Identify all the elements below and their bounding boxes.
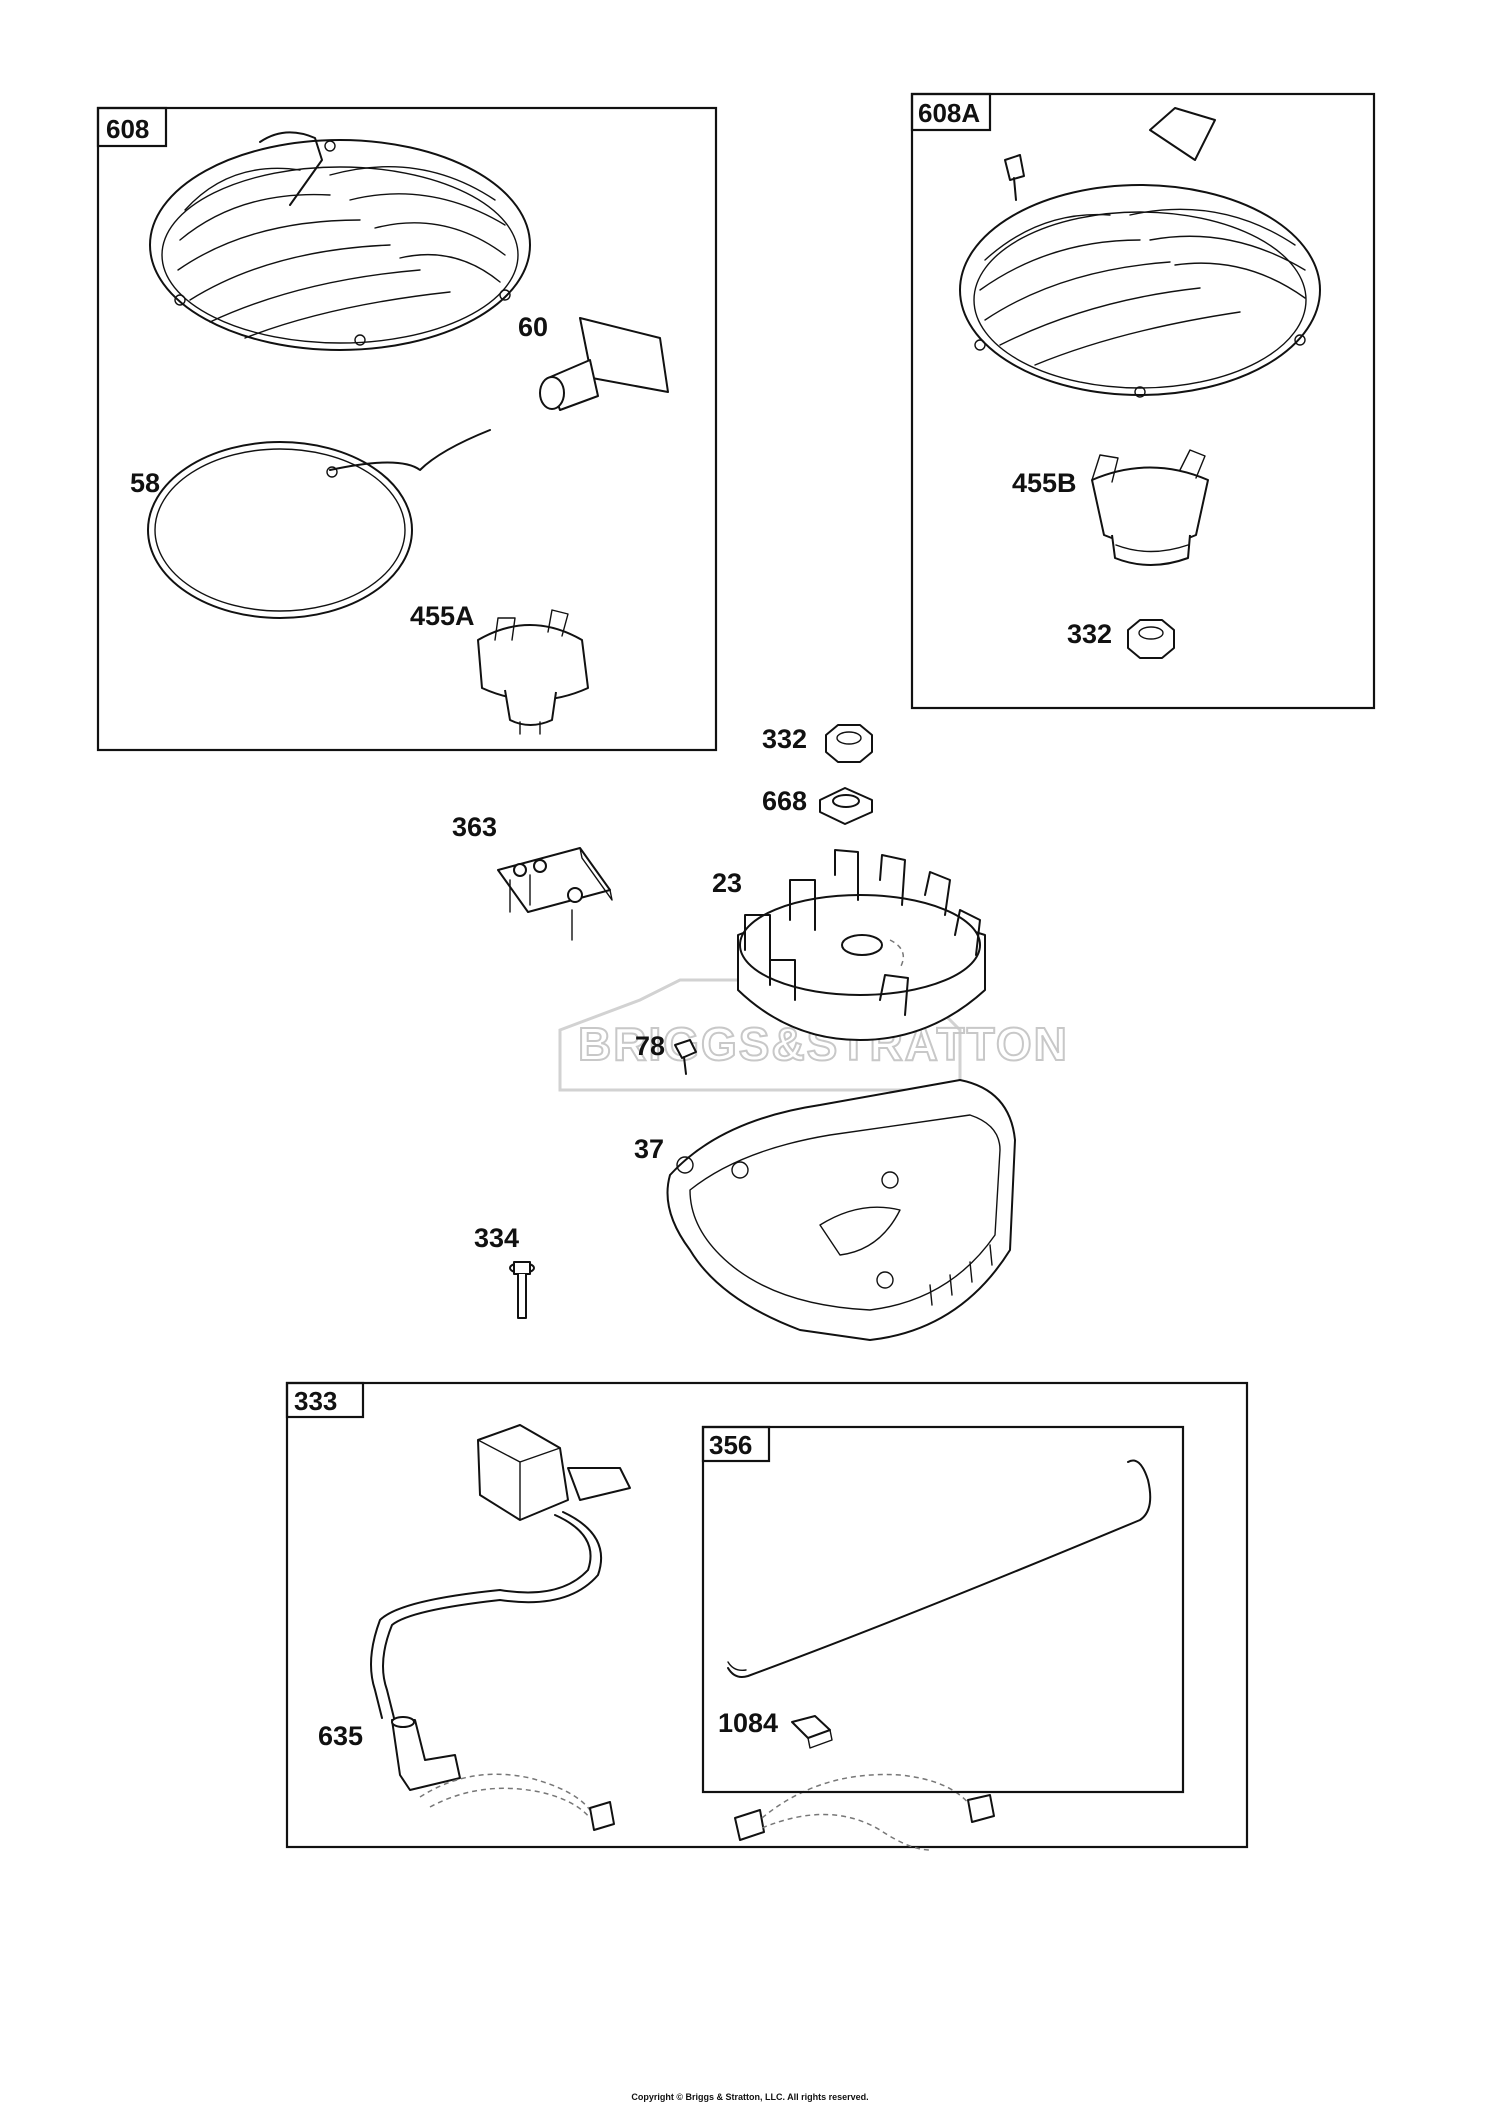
bolt-334-part: [509, 1261, 535, 1319]
terminal-1084-part: [791, 1715, 833, 1749]
callout-668: 668: [762, 786, 807, 816]
callout-635: 635: [318, 1721, 363, 1751]
group-333-frame: [285, 1381, 1249, 1849]
callout-608A: 608A: [918, 98, 980, 128]
callout-60: 60: [518, 312, 548, 342]
starter-handle-part: [539, 317, 669, 411]
group-608-tag-box: [96, 106, 168, 148]
callout-37: 37: [634, 1134, 664, 1164]
callout-356: 356: [709, 1430, 752, 1460]
callout-332-box: 332: [1067, 619, 1112, 649]
copyright-notice: Copyright © Briggs & Stratton, LLC. All …: [631, 2092, 869, 2102]
ground-wire-part: [727, 1459, 1152, 1678]
callout-455A: 455A: [410, 601, 475, 631]
starter-rope-part: [147, 429, 491, 619]
wire-harness-right-part: [734, 1773, 995, 1851]
starter-housing-608A-part: [959, 107, 1321, 398]
spark-plug-boot-part: [391, 1716, 461, 1791]
callout-78: 78: [635, 1031, 665, 1061]
bracket-363-part: [497, 847, 613, 941]
callout-332: 332: [762, 724, 807, 754]
starter-cup-455B-part: [1091, 449, 1209, 566]
group-333-armature: 333 635 356: [285, 1381, 1249, 1851]
group-608-frame: [96, 106, 718, 752]
callout-363: 363: [452, 812, 497, 842]
blower-housing-37-part: [666, 1079, 1016, 1341]
group-608A-tag-box: [910, 92, 992, 132]
loose-parts-area: 332 668 363 23 78: [452, 724, 1016, 1341]
callout-23: 23: [712, 868, 742, 898]
callout-608: 608: [106, 114, 149, 144]
group-608-rewind-starter: 608 60 58 455A: [96, 106, 718, 752]
nut-332-part: [825, 724, 873, 763]
armature-coil-part: [370, 1424, 631, 1719]
group-333-tag-box: [285, 1381, 365, 1419]
starter-cup-455A-part: [477, 609, 589, 735]
starter-housing-part: [149, 131, 531, 351]
group-356-ground-wire: 356 1084: [701, 1425, 1185, 1794]
callout-58: 58: [130, 468, 160, 498]
callout-1084: 1084: [718, 1708, 778, 1738]
callout-455B: 455B: [1012, 468, 1077, 498]
group-608A-frame: [910, 92, 1376, 710]
group-356-frame: [701, 1425, 1185, 1794]
callout-333: 333: [294, 1386, 337, 1416]
group-608A-rewind-starter: 608A 455B 332: [910, 92, 1376, 710]
flywheel-23-part: [737, 849, 986, 1041]
screw-78-part: [674, 1039, 697, 1075]
wire-harness-left-part: [419, 1773, 615, 1831]
group-356-tag-box: [701, 1425, 771, 1463]
washer-668-part: [819, 787, 873, 825]
callout-334: 334: [474, 1223, 519, 1253]
nut-332-box-part: [1127, 619, 1175, 659]
